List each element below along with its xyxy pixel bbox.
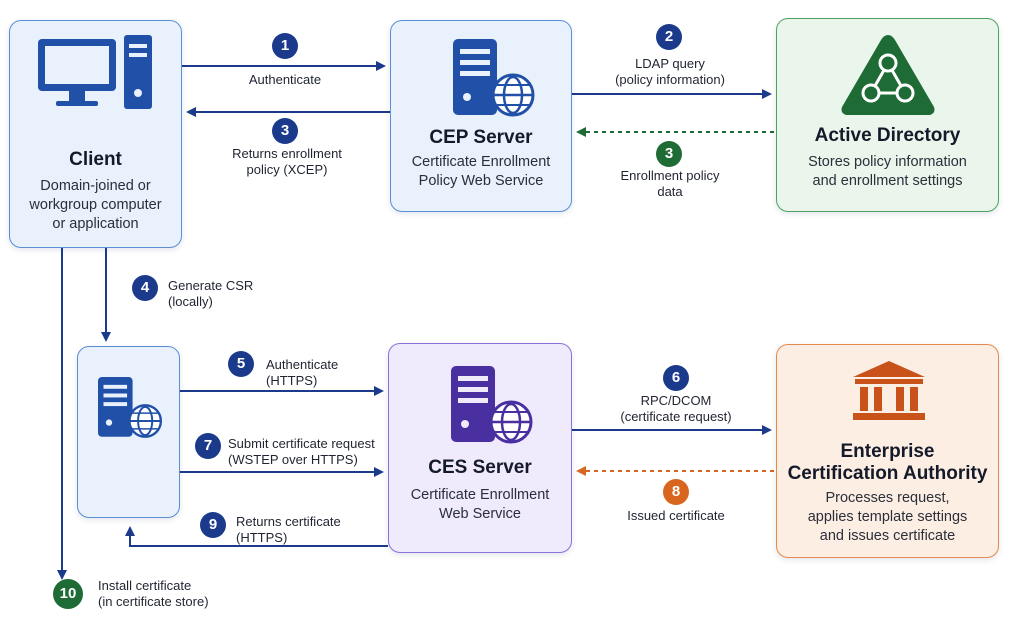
step-label-7: Submit certificate request (WSTEP over H… <box>228 436 375 467</box>
active-directory-title: Active Directory <box>814 125 961 146</box>
step-badge-8: 8 <box>663 479 689 505</box>
building-columns-icon <box>853 361 925 420</box>
step-label-10: Install certificate (in certificate stor… <box>98 578 209 609</box>
ces-server-title: CES Server <box>428 457 532 478</box>
active-directory-icon <box>841 35 935 115</box>
client-request-node <box>77 346 180 518</box>
step-badge-3b: 3 <box>656 141 682 167</box>
step-badge-2: 2 <box>656 24 682 50</box>
active-directory-description: Stores policy information and enrollment… <box>808 154 967 189</box>
step-badge-1: 1 <box>272 33 298 59</box>
ces-server-node: CES Server Certificate Enrollment Web Se… <box>388 343 572 553</box>
step-label-8: Issued certificate <box>627 508 725 523</box>
ces-server-description: Certificate Enrollment Web Service <box>410 487 550 522</box>
active-directory-node: Active Directory Stores policy informati… <box>776 18 999 212</box>
client-title: Client <box>69 149 122 170</box>
step-label-6: RPC/DCOM (certificate request) <box>620 393 732 424</box>
arrow-returns-certificate <box>125 526 388 547</box>
step-badge-5: 5 <box>228 351 254 377</box>
computer-icon <box>38 35 152 109</box>
step-label-3b: Enrollment policy data <box>620 168 720 199</box>
enterprise-ca-description: Processes request, applies template sett… <box>807 490 968 544</box>
server-globe-icon <box>453 39 535 117</box>
step-badge-10: 10 <box>53 579 83 609</box>
step-badge-3a: 3 <box>272 118 298 144</box>
step-label-3a: Returns enrollment policy (XCEP) <box>232 146 342 177</box>
step-badge-6: 6 <box>663 365 689 391</box>
step-badge-7: 7 <box>195 433 221 459</box>
server-globe-icon <box>451 366 533 444</box>
step-label-9: Returns certificate (HTTPS) <box>236 514 341 545</box>
client-node: Client Domain-joined or workgroup comput… <box>9 20 182 248</box>
step-label-2: LDAP query (policy information) <box>615 56 725 87</box>
server-globe-icon <box>98 377 163 438</box>
cep-server-description: Certificate Enrollment Policy Web Servic… <box>411 154 551 189</box>
step-badge-9: 9 <box>200 512 226 538</box>
step-label-5: Authenticate (HTTPS) <box>266 357 339 388</box>
cep-server-node: CEP Server Certificate Enrollment Policy… <box>390 20 572 212</box>
step-badge-4: 4 <box>132 275 158 301</box>
step-label-4: Generate CSR (locally) <box>168 278 254 309</box>
client-description: Domain-joined or workgroup computer or a… <box>29 178 162 232</box>
enterprise-ca-title: Enterprise Certification Authority <box>787 441 988 484</box>
cep-server-title: CEP Server <box>429 127 533 148</box>
enterprise-ca-node: Enterprise Certification Authority Proce… <box>776 344 999 558</box>
step-label-1: Authenticate <box>248 72 322 87</box>
